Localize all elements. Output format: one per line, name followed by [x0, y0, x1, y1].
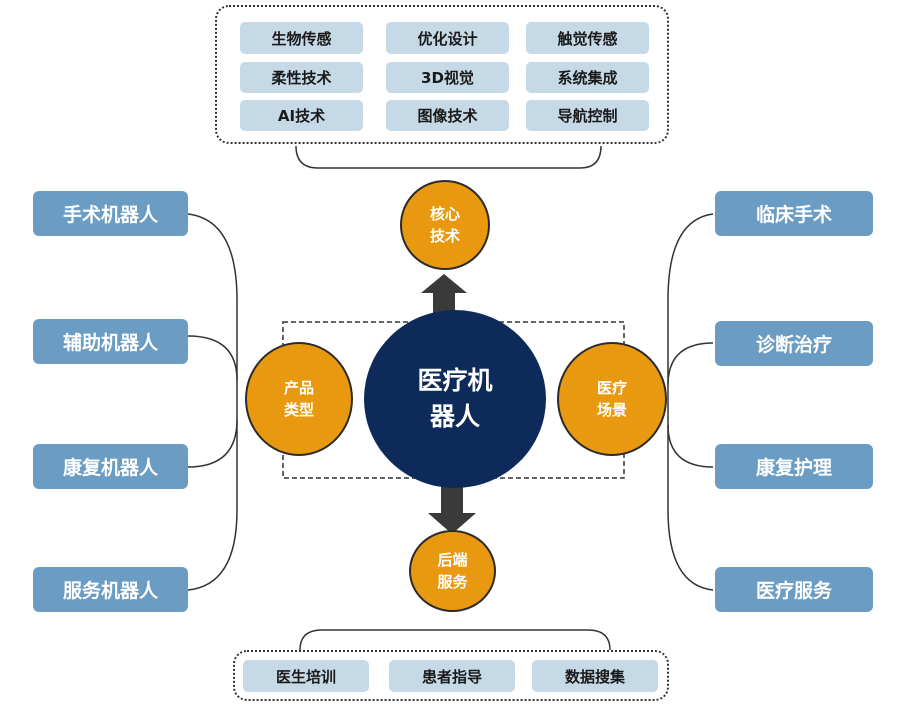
node-label: 医疗	[596, 379, 627, 397]
right-branch-2	[667, 342, 714, 386]
core-tech-tag: 导航控制	[526, 100, 649, 131]
left-branch-2	[187, 335, 238, 381]
core-tech-tag: 柔性技术	[240, 62, 363, 93]
arrow-down-icon	[428, 485, 476, 534]
node-label: 产品	[283, 379, 314, 397]
product-type-box: 服务机器人	[33, 567, 188, 612]
core-tech-node: 核心 技术	[400, 180, 490, 270]
scenario-node: 医疗 场景	[557, 342, 667, 456]
node-label: 技术	[429, 227, 460, 245]
top-brace	[295, 145, 602, 169]
center-label: 医疗机	[417, 366, 493, 395]
center-label: 器人	[429, 402, 480, 431]
backend-node: 后端 服务	[409, 530, 496, 612]
product-type-box: 康复机器人	[33, 444, 188, 489]
core-tech-tag: 触觉传感	[526, 22, 649, 54]
right-bracket	[667, 213, 714, 591]
backend-tag: 医生培训	[243, 660, 369, 692]
scenario-box: 诊断治疗	[715, 321, 873, 366]
backend-box	[233, 650, 669, 701]
scenario-box: 临床手术	[715, 191, 873, 236]
core-tech-tag: 系统集成	[526, 62, 649, 93]
left-branch-3	[187, 419, 238, 468]
node-label: 后端	[437, 551, 468, 569]
product-type-box: 辅助机器人	[33, 319, 188, 364]
node-label: 场景	[596, 401, 627, 419]
core-tech-tag: 3D视觉	[386, 62, 509, 93]
core-tech-tag: 优化设计	[386, 22, 509, 54]
product-type-node: 产品 类型	[245, 342, 353, 456]
core-tech-tag: 生物传感	[240, 22, 363, 54]
product-type-box: 手术机器人	[33, 191, 188, 236]
bottom-brace	[299, 629, 611, 651]
scenario-box: 医疗服务	[715, 567, 873, 612]
backend-tag: 数据搜集	[532, 660, 658, 692]
arrow-up-icon	[421, 274, 467, 320]
node-label: 核心	[429, 205, 460, 223]
node-label: 服务	[437, 573, 468, 591]
core-tech-box	[215, 5, 669, 144]
backend-tag: 患者指导	[389, 660, 515, 692]
scenario-box: 康复护理	[715, 444, 873, 489]
left-bracket	[187, 213, 238, 591]
center-node: 医疗机 器人	[364, 310, 546, 488]
core-tech-tag: 图像技术	[386, 100, 509, 131]
core-tech-tag: AI技术	[240, 100, 363, 131]
node-label: 类型	[283, 401, 314, 419]
right-branch-3	[667, 424, 714, 468]
